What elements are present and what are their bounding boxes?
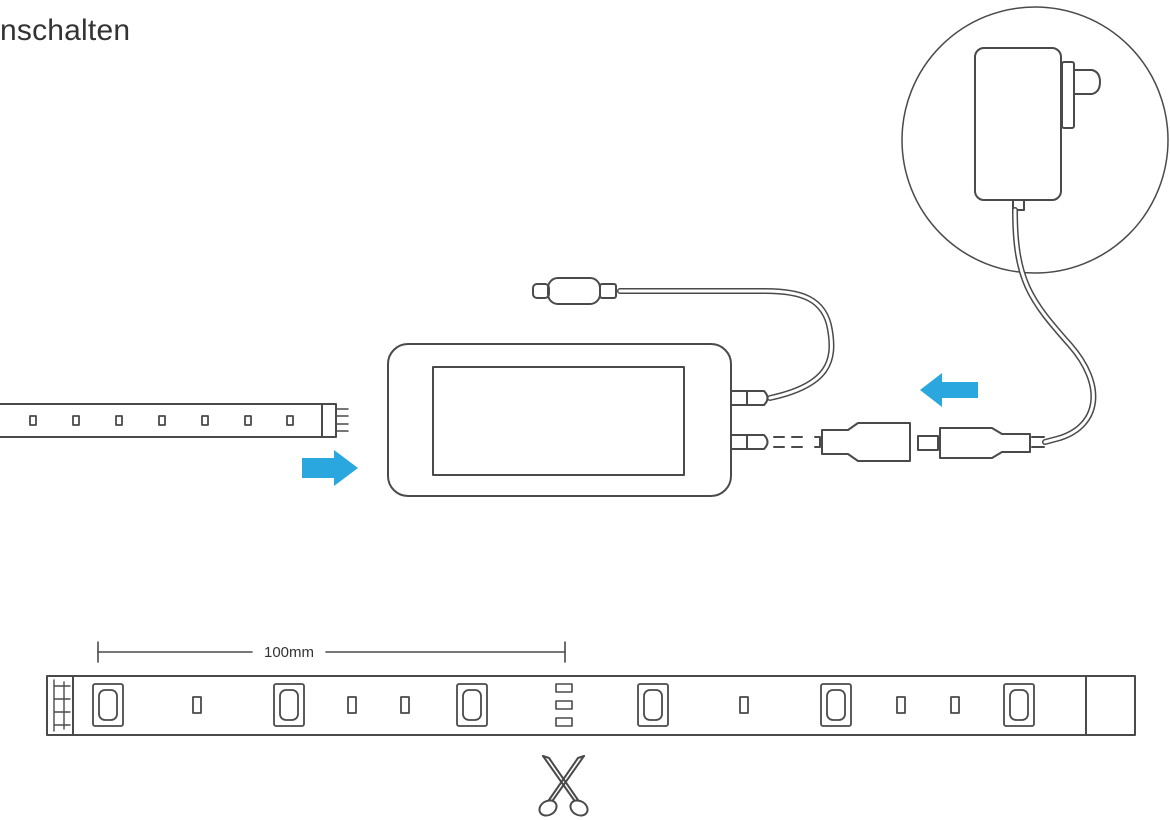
controller-dc-input xyxy=(730,422,911,462)
dc-input-port xyxy=(730,434,748,450)
resistors xyxy=(192,696,960,714)
controller-label-panel xyxy=(432,366,685,476)
adapter-cable-stub xyxy=(1012,199,1025,211)
page-title: nschalten xyxy=(0,14,131,47)
dc-break-marks xyxy=(773,436,803,448)
dc-plug-cable-marks xyxy=(1031,436,1045,448)
power-adapter-body xyxy=(974,47,1062,201)
scissors-icon xyxy=(538,755,589,817)
strip-leds xyxy=(29,415,294,426)
strip-connector-pins xyxy=(335,408,349,432)
adapter-plug-base xyxy=(1061,61,1075,129)
led-strip-detail xyxy=(46,675,1136,736)
controller-box xyxy=(387,343,732,497)
dc-jack-body xyxy=(821,422,911,462)
dc-plug-tip xyxy=(917,435,939,451)
dimension-line xyxy=(97,641,566,663)
adapter-dc-plug xyxy=(917,427,1045,459)
small-plug-tip xyxy=(532,283,550,299)
plug-strain-relief xyxy=(599,283,617,299)
controller-output-cable xyxy=(532,277,835,406)
dimension-label: 100mm xyxy=(264,644,314,661)
arrow-right-icon xyxy=(302,450,358,486)
strip-end-connector xyxy=(46,675,74,736)
led-strip-input xyxy=(0,403,349,438)
strip-outline xyxy=(0,403,323,438)
power-adapter-callout xyxy=(901,6,1169,274)
small-plug-body xyxy=(547,277,601,305)
dc-jack-pin xyxy=(814,436,821,448)
adapter-plug-prong xyxy=(1073,69,1101,95)
output-port-upper xyxy=(730,390,748,406)
strip-connector xyxy=(321,403,337,438)
connector-traces xyxy=(53,679,71,732)
controller-housing xyxy=(387,343,732,497)
adapter-zoom-circle xyxy=(901,6,1169,274)
strip-body xyxy=(72,675,1136,736)
arrow-left-icon xyxy=(920,373,978,407)
large-leds xyxy=(92,683,1035,727)
dc-plug-body xyxy=(939,427,1031,459)
cut-pads xyxy=(555,683,573,727)
